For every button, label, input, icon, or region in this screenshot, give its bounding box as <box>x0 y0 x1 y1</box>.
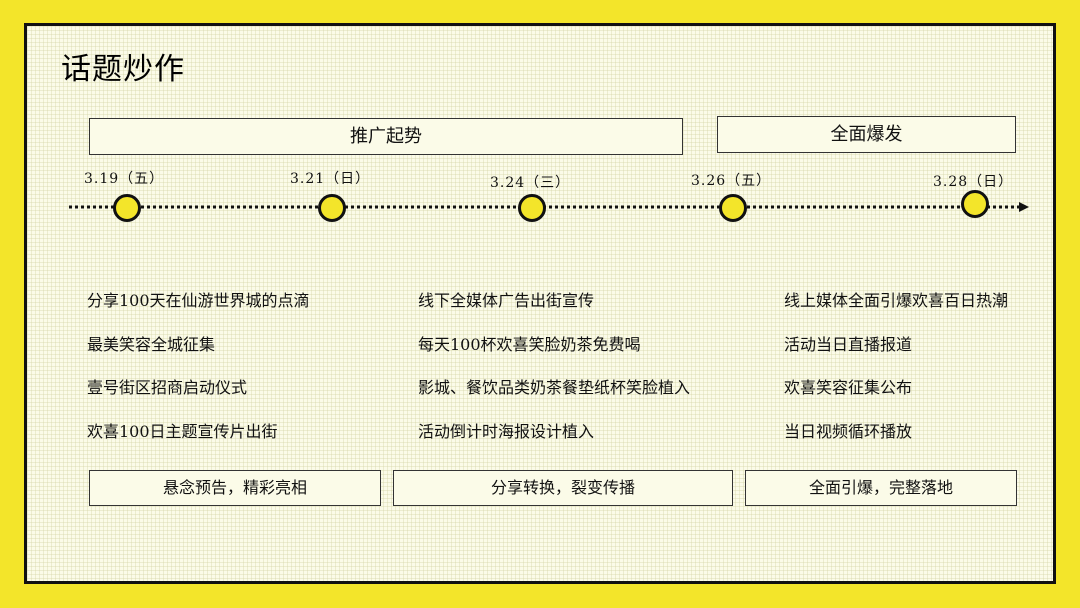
phase-box-launch: 推广起势 <box>89 118 683 155</box>
timeline-node <box>318 194 346 222</box>
activity-item: 线上媒体全面引爆欢喜百日热潮 <box>784 291 1009 310</box>
activity-column-3: 线上媒体全面引爆欢喜百日热潮 活动当日直播报道 欢喜笑容征集公布 当日视频循环播… <box>784 289 1008 463</box>
phase-label: 推广起势 <box>350 126 422 147</box>
activity-item: 活动倒计时海报设计植入 <box>418 421 595 441</box>
summary-box: 分享转换，裂变传播 <box>393 470 733 506</box>
activity-item: 分享100天在仙游世界城的点滴 <box>87 291 310 310</box>
activity-item: 壹号街区招商启动仪式 <box>87 378 248 397</box>
timeline-date: 3.24（三） <box>490 175 571 191</box>
activity-item: 影城、餐饮品类奶茶餐垫纸杯笑脸植入 <box>418 378 691 397</box>
activity-item: 线下全媒体广告出街宣传 <box>418 291 595 310</box>
activity-item: 欢喜100日主题宣传片出街 <box>87 421 278 441</box>
timeline-node <box>113 194 141 222</box>
phase-label: 全面爆发 <box>830 124 903 145</box>
timeline <box>69 190 1029 222</box>
timeline-date: 3.28（日） <box>933 174 1014 190</box>
summary-box: 悬念预告，精彩亮相 <box>89 470 381 506</box>
activity-item: 活动当日直播报道 <box>784 334 913 354</box>
activity-column-2: 线下全媒体广告出街宣传 每天100杯欢喜笑脸奶茶免费喝 影城、餐饮品类奶茶餐垫纸… <box>418 289 690 463</box>
timeline-node <box>518 194 546 222</box>
timeline-node <box>961 190 989 218</box>
timeline-node <box>719 194 747 222</box>
timeline-date: 3.26（五） <box>691 173 772 189</box>
activity-item: 每天100杯欢喜笑脸奶茶免费喝 <box>418 334 641 354</box>
timeline-arrow-icon <box>1019 202 1029 212</box>
activity-item: 最美笑容全城征集 <box>87 334 216 354</box>
timeline-date: 3.21（日） <box>290 171 371 187</box>
page-title: 话题炒作 <box>61 52 185 87</box>
activity-column-1: 分享100天在仙游世界城的点滴 最美笑容全城征集 壹号街区招商启动仪式 欢喜10… <box>87 289 310 463</box>
activity-item: 欢喜笑容征集公布 <box>784 378 913 397</box>
phase-box-burst: 全面爆发 <box>717 116 1016 153</box>
activity-item: 当日视频循环播放 <box>784 421 913 441</box>
timeline-date: 3.19（五） <box>84 171 165 187</box>
slide: 话题炒作 推广起势 全面爆发 3.19（五） 3.21（日） 3.24（三） 3… <box>24 23 1056 584</box>
summary-box: 全面引爆，完整落地 <box>745 470 1017 506</box>
